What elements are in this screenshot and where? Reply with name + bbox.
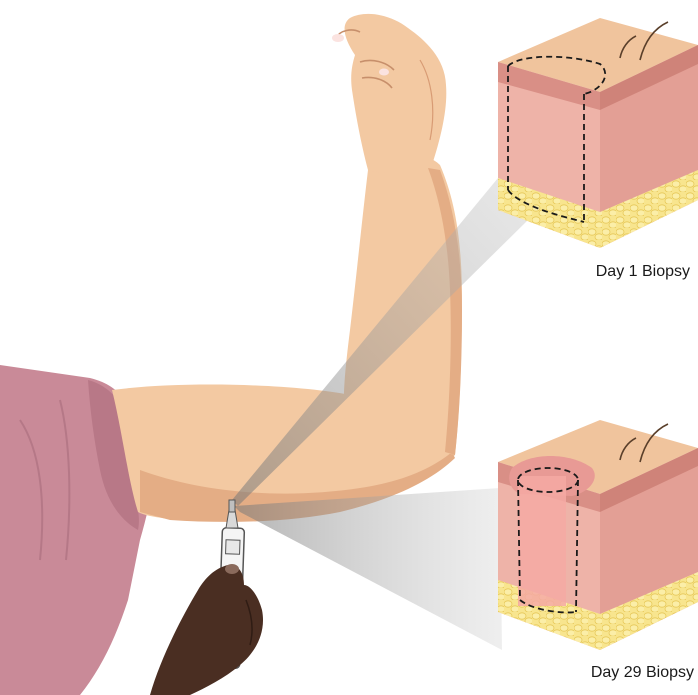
day1-biopsy-label: Day 1 Biopsy (596, 263, 690, 281)
skin-biopsy-block-icon (498, 420, 698, 650)
zoom-cone-day29 (234, 488, 502, 650)
day29-biopsy-label: Day 29 Biopsy (591, 664, 694, 682)
fist (332, 14, 446, 173)
holding-hand (150, 564, 263, 695)
skin-biopsy-block-icon (498, 18, 698, 248)
